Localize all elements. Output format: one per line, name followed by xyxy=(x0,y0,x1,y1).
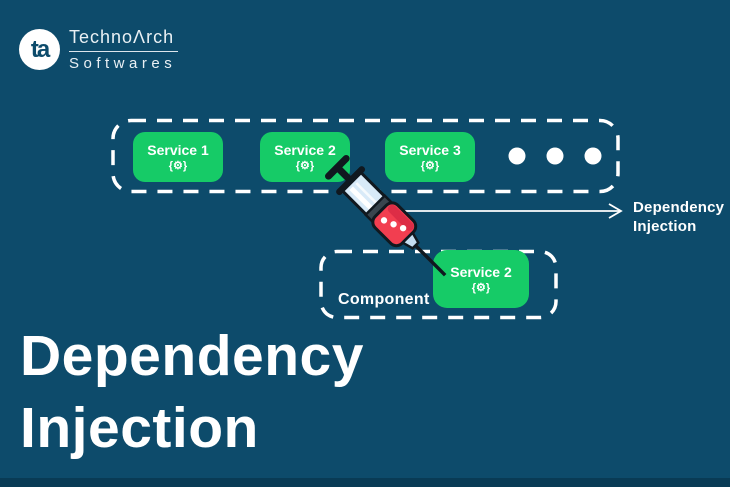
component-container xyxy=(319,249,558,320)
component-label: Component xyxy=(338,291,430,308)
dependency-injection-caption: Dependency Injection xyxy=(633,198,724,236)
dependency-injection-arrow xyxy=(404,203,623,219)
title-line-2: Injection xyxy=(20,396,259,460)
ellipsis-dot xyxy=(508,147,526,165)
brand-name: TechnoΛrch xyxy=(69,27,179,52)
component-service-box: Service 2 {⚙} xyxy=(433,250,529,308)
page-title: Dependency Injection xyxy=(20,320,364,464)
footer-strip xyxy=(0,478,730,487)
brand-mark-icon: ta xyxy=(19,29,60,70)
service-box-3: Service 3 {⚙} xyxy=(385,132,475,182)
gear-braces-icon: {⚙} xyxy=(420,160,440,172)
brand-name-a: Λ xyxy=(133,27,147,47)
service-box-1: Service 1 {⚙} xyxy=(133,132,223,182)
service-label: Service 3 xyxy=(399,142,461,158)
syringe-icon xyxy=(325,155,447,277)
service-label: Service 1 xyxy=(147,142,209,158)
brand-logo: ta TechnoΛrch Softwares xyxy=(19,27,179,72)
service-label: Service 2 xyxy=(274,142,336,158)
caption-line-2: Injection xyxy=(633,218,697,235)
brand-subtitle: Softwares xyxy=(69,55,177,72)
brand-text: TechnoΛrch Softwares xyxy=(69,27,179,72)
brand-name-post: rch xyxy=(146,27,175,47)
gear-braces-icon: {⚙} xyxy=(471,282,491,294)
ellipsis-dot xyxy=(584,147,602,165)
gear-braces-icon: {⚙} xyxy=(295,160,315,172)
caption-line-1: Dependency xyxy=(633,199,725,216)
ellipsis-dot xyxy=(546,147,564,165)
title-line-1: Dependency xyxy=(20,324,364,388)
service-label: Service 2 xyxy=(450,264,512,280)
brand-name-pre: Techno xyxy=(69,27,134,47)
gear-braces-icon: {⚙} xyxy=(168,160,188,172)
